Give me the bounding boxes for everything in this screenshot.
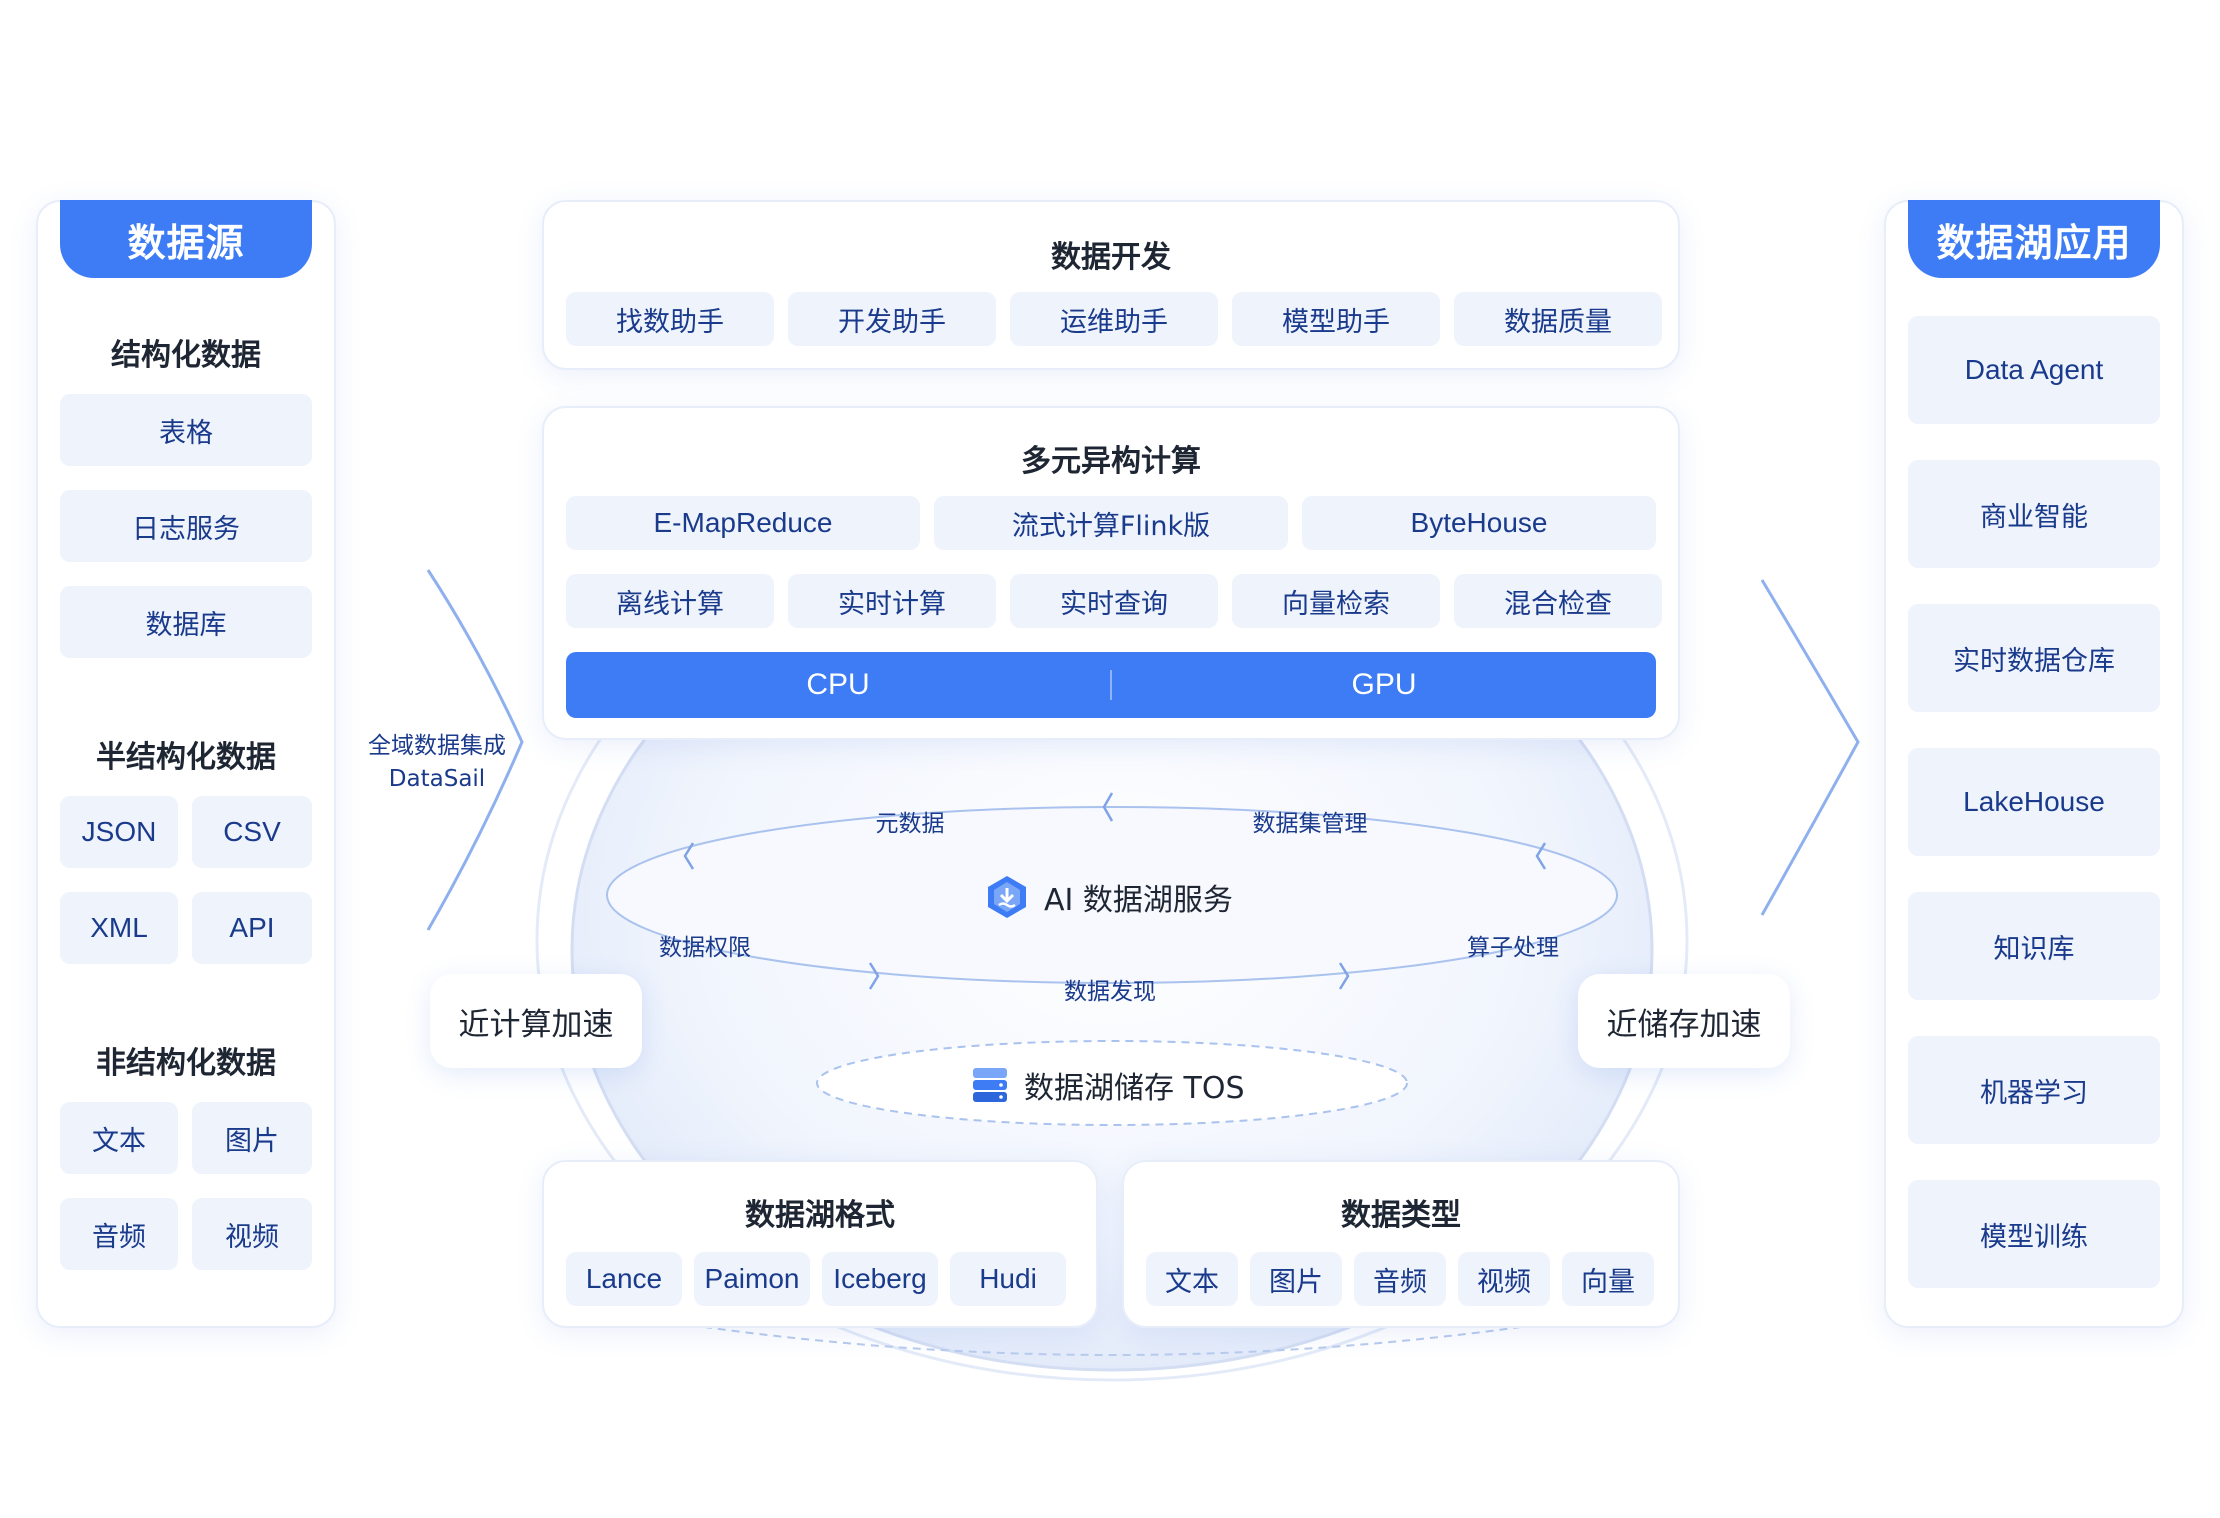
data-dev-panel: 数据开发 找数助手 开发助手 运维助手 模型助手 数据质量 (542, 200, 1680, 370)
chip-csv[interactable]: CSV (192, 796, 312, 868)
near-compute-acceleration[interactable]: 近计算加速 (430, 974, 642, 1068)
right-flow-arrow (1760, 579, 1860, 916)
label-data-permission: 数据权限 (659, 935, 751, 961)
app-business-intelligence[interactable]: 商业智能 (1908, 460, 2160, 568)
app-machine-learning[interactable]: 机器学习 (1908, 1036, 2160, 1144)
near-storage-acceleration[interactable]: 近储存加速 (1578, 974, 1790, 1068)
chip-type-video[interactable]: 视频 (1458, 1252, 1550, 1306)
cpu-gpu-divider (1110, 670, 1112, 700)
chip-api[interactable]: API (192, 892, 312, 964)
storage-service: 数据湖储存 TOS (970, 1060, 1330, 1110)
lake-format-panel: 数据湖格式 Lance Paimon Iceberg Hudi (542, 1160, 1098, 1328)
data-types-panel: 数据类型 文本 图片 音频 视频 向量 (1122, 1160, 1680, 1328)
chip-type-audio[interactable]: 音频 (1354, 1252, 1446, 1306)
integration-label: 全域数据集成 DataSail (352, 726, 522, 792)
chip-type-text[interactable]: 文本 (1146, 1252, 1238, 1306)
chip-flink[interactable]: 流式计算Flink版 (934, 496, 1288, 550)
data-source-panel: 数据源 结构化数据 表格 日志服务 数据库 半结构化数据 JSON CSV XM… (36, 200, 336, 1328)
lake-apps-panel: 数据湖应用 Data Agent 商业智能 实时数据仓库 LakeHouse 知… (1884, 200, 2184, 1328)
chip-realtime-query[interactable]: 实时查询 (1010, 574, 1218, 628)
storage-stack-icon (973, 1068, 1007, 1102)
app-model-training[interactable]: 模型训练 (1908, 1180, 2160, 1288)
chip-type-vector[interactable]: 向量 (1562, 1252, 1654, 1306)
chip-find-data-assistant[interactable]: 找数助手 (566, 292, 774, 346)
lake-format-title: 数据湖格式 (745, 1198, 895, 1233)
ai-service: AI 数据湖服务 (984, 872, 1344, 922)
chip-realtime-compute[interactable]: 实时计算 (788, 574, 996, 628)
cpu-label: CPU (806, 668, 870, 701)
chip-hudi[interactable]: Hudi (950, 1252, 1066, 1306)
chip-offline-compute[interactable]: 离线计算 (566, 574, 774, 628)
chip-video[interactable]: 视频 (192, 1198, 312, 1270)
compute-title: 多元异构计算 (1021, 444, 1201, 479)
service-ring (606, 806, 1618, 984)
chip-model-assistant[interactable]: 模型助手 (1232, 292, 1440, 346)
chip-data-quality[interactable]: 数据质量 (1454, 292, 1662, 346)
chip-iceberg[interactable]: Iceberg (822, 1252, 938, 1306)
left-flow-arrow (426, 569, 524, 931)
data-dev-title: 数据开发 (1051, 240, 1171, 275)
cpu-gpu-bar: CPU GPU (566, 652, 1656, 718)
chip-database[interactable]: 数据库 (60, 586, 312, 658)
chip-audio[interactable]: 音频 (60, 1198, 178, 1270)
app-realtime-warehouse[interactable]: 实时数据仓库 (1908, 604, 2160, 712)
chip-ops-assistant[interactable]: 运维助手 (1010, 292, 1218, 346)
chip-vector-search[interactable]: 向量检索 (1232, 574, 1440, 628)
chip-table[interactable]: 表格 (60, 394, 312, 466)
compute-row2: 离线计算 实时计算 实时查询 向量检索 混合检查 (566, 574, 1662, 628)
ai-lake-icon (988, 876, 1026, 918)
lake-apps-title: 数据湖应用 (1908, 200, 2160, 278)
chip-image[interactable]: 图片 (192, 1102, 312, 1174)
label-data-discovery: 数据发现 (1064, 979, 1156, 1005)
structured-title: 结构化数据 (111, 338, 261, 373)
app-lakehouse[interactable]: LakeHouse (1908, 748, 2160, 856)
chip-xml[interactable]: XML (60, 892, 178, 964)
chip-lance[interactable]: Lance (566, 1252, 682, 1306)
chip-hybrid-search[interactable]: 混合检查 (1454, 574, 1662, 628)
chip-paimon[interactable]: Paimon (694, 1252, 810, 1306)
storage-ring (816, 1040, 1408, 1126)
data-types-items: 文本 图片 音频 视频 向量 (1146, 1252, 1654, 1306)
chip-type-image[interactable]: 图片 (1250, 1252, 1342, 1306)
compute-row1: E-MapReduce 流式计算Flink版 ByteHouse (566, 496, 1656, 550)
app-data-agent[interactable]: Data Agent (1908, 316, 2160, 424)
chip-dev-assistant[interactable]: 开发助手 (788, 292, 996, 346)
unstructured-title: 非结构化数据 (96, 1046, 276, 1081)
chip-emr[interactable]: E-MapReduce (566, 496, 920, 550)
chip-bytehouse[interactable]: ByteHouse (1302, 496, 1656, 550)
storage-label: 数据湖储存 TOS (1024, 1071, 1245, 1106)
semi-structured-title: 半结构化数据 (96, 740, 276, 775)
chip-log-service[interactable]: 日志服务 (60, 490, 312, 562)
chip-json[interactable]: JSON (60, 796, 178, 868)
chip-text[interactable]: 文本 (60, 1102, 178, 1174)
integration-label-line2: DataSail (388, 766, 486, 792)
integration-label-line1: 全域数据集成 (368, 733, 506, 759)
data-source-title: 数据源 (60, 200, 312, 278)
app-knowledge-base[interactable]: 知识库 (1908, 892, 2160, 1000)
lake-format-items: Lance Paimon Iceberg Hudi (566, 1252, 1066, 1306)
gpu-label: GPU (1351, 668, 1417, 701)
label-dataset-management: 数据集管理 (1252, 811, 1368, 837)
label-operator-processing: 算子处理 (1467, 935, 1559, 961)
data-dev-items: 找数助手 开发助手 运维助手 模型助手 数据质量 (566, 292, 1662, 346)
compute-panel: 多元异构计算 E-MapReduce 流式计算Flink版 ByteHouse … (542, 406, 1680, 740)
label-metadata: 元数据 (875, 811, 945, 837)
data-types-title: 数据类型 (1341, 1198, 1461, 1233)
ai-service-label: AI 数据湖服务 (1044, 883, 1233, 918)
